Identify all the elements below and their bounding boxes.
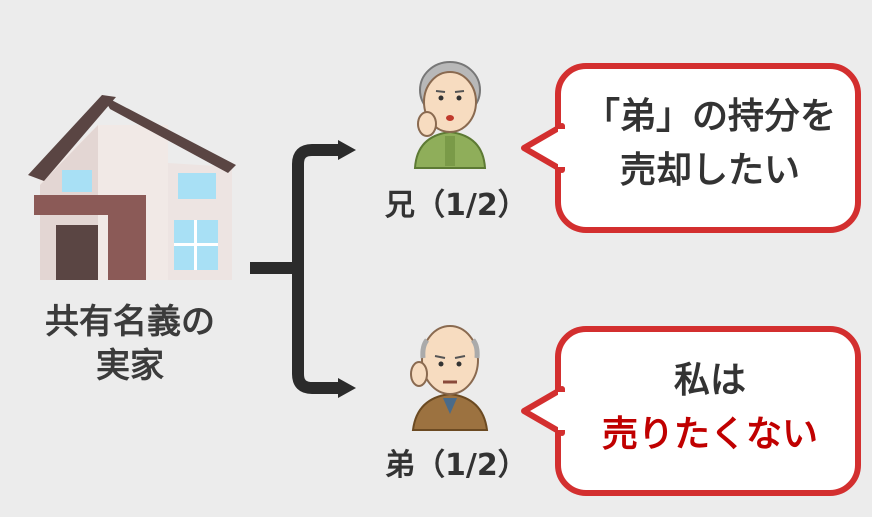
house-label-line2: 実家 xyxy=(96,346,164,386)
younger-brother-avatar xyxy=(410,325,489,431)
older-brother-speech: 「弟」の持分を 売却したい xyxy=(560,90,860,198)
younger-brother-speech-bubble xyxy=(521,326,861,496)
older-brother-label: 兄（1/2） xyxy=(385,188,528,223)
younger-brother-label: 弟（1/2） xyxy=(385,448,528,483)
younger-brother-speech-line1: 私は xyxy=(673,360,746,401)
older-brother-speech-bubble xyxy=(521,63,861,233)
older-brother-avatar xyxy=(413,61,487,169)
split-connector xyxy=(250,140,356,398)
older-brother-speech-line2: 売却したい xyxy=(619,150,800,191)
house-label-line1: 共有名義の xyxy=(45,302,215,342)
older-brother-speech-line1: 「弟」の持分を xyxy=(583,96,836,137)
house-label: 共有名義の 実家 xyxy=(20,300,240,388)
arrow-down-right-icon xyxy=(338,378,356,398)
arrow-up-right-icon xyxy=(338,140,356,160)
younger-brother-speech: 私は 売りたくない xyxy=(560,354,860,462)
house-icon xyxy=(28,95,236,280)
younger-brother-speech-line2: 売りたくない xyxy=(601,414,818,455)
